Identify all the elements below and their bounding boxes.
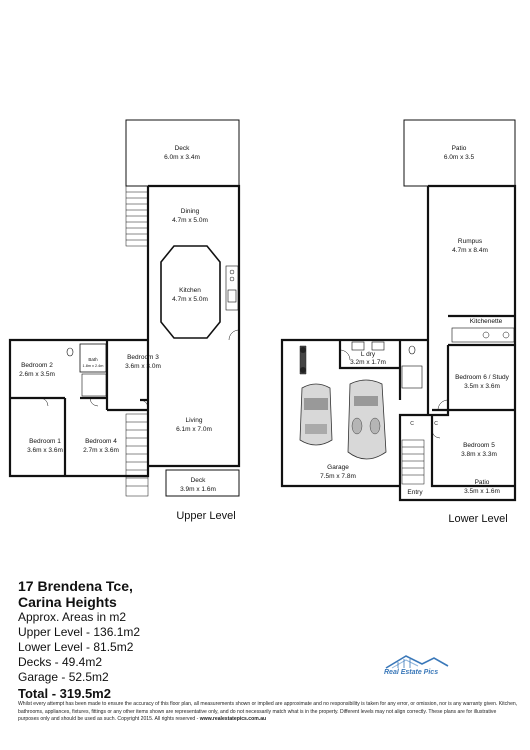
closet-c1: C bbox=[410, 421, 414, 427]
bedroom6-size: 3.5m x 3.6m bbox=[464, 383, 500, 390]
living-size: 6.1m x 7.0m bbox=[176, 426, 212, 433]
dining-size: 4.7m x 5.0m bbox=[172, 217, 208, 224]
patio-top-name: Patio bbox=[452, 145, 467, 152]
upper-labels: Deck 6.0m x 3.4m Dining 4.7m x 5.0m Kitc… bbox=[19, 145, 236, 522]
ldry-name: L dry bbox=[361, 351, 376, 358]
garage-size: 7.5m x 7.8m bbox=[320, 473, 356, 480]
bedroom4-name: Bedroom 4 bbox=[85, 438, 117, 445]
lower-level-label: Lower Level bbox=[448, 513, 507, 525]
upper-deck-bottom-outline bbox=[165, 469, 240, 497]
kitchen-size: 4.7m x 5.0m bbox=[172, 296, 208, 303]
upper-level-area: Upper Level - 136.1m2 bbox=[18, 625, 141, 639]
lower-level-plan bbox=[280, 119, 517, 502]
kitchen-sink bbox=[227, 289, 237, 303]
kitchen-island bbox=[160, 245, 221, 339]
bath-room bbox=[79, 343, 107, 373]
bedroom3-name: Bedroom 3 bbox=[127, 354, 159, 361]
upper-stairs-top bbox=[125, 185, 149, 247]
bedroom5-name: Bedroom 5 bbox=[463, 442, 495, 449]
deck-bottom-size: 3.9m x 1.6m bbox=[180, 486, 216, 493]
total-area: Total - 319.5m2 bbox=[18, 686, 111, 701]
bedroom1-name: Bedroom 1 bbox=[29, 438, 61, 445]
disclaimer: Whilst every attempt has been made to en… bbox=[18, 701, 518, 724]
car-right bbox=[347, 379, 387, 460]
kitchenette-name: Kitchenette bbox=[470, 318, 503, 325]
areas-heading: Approx. Areas in m2 bbox=[18, 610, 127, 624]
deck-top-size: 6.0m x 3.4m bbox=[164, 154, 200, 161]
lower-labels: Patio 6.0m x 3.5 Rumpus 4.7m x 8.4m Kitc… bbox=[320, 145, 510, 525]
patio-top-size: 6.0m x 3.5 bbox=[444, 154, 475, 161]
lower-patio-outline bbox=[403, 119, 516, 187]
logo-text: Real Estate Pics bbox=[384, 669, 439, 676]
lower-stairs bbox=[401, 439, 425, 485]
bedroom5-size: 3.8m x 3.3m bbox=[461, 451, 497, 458]
bath-name: Bath bbox=[88, 357, 98, 362]
lower-level-area: Lower Level - 81.5m2 bbox=[18, 640, 134, 654]
address-line1: 17 Brendena Tce, bbox=[18, 578, 133, 594]
brand-logo: Real Estate Pics bbox=[384, 652, 450, 682]
bedroom3-size: 3.6m x 3.0m bbox=[125, 363, 161, 370]
rumpus-name: Rumpus bbox=[458, 238, 483, 245]
bedroom2-size: 2.6m x 3.5m bbox=[19, 371, 55, 378]
upper-stairs-bottom bbox=[125, 413, 149, 497]
floor-plan: Deck 6.0m x 3.4m Dining 4.7m x 5.0m Kitc… bbox=[8, 119, 517, 525]
kitchenette-bench bbox=[451, 327, 515, 343]
property-info: 17 Brendena Tce, Carina Heights Approx. … bbox=[18, 578, 338, 702]
website-link[interactable]: www.realestatepics.com.au bbox=[199, 716, 267, 723]
living-name: Living bbox=[186, 417, 203, 424]
deck-bottom-name: Deck bbox=[191, 477, 207, 484]
deck-top-name: Deck bbox=[175, 145, 191, 152]
ldry-size: 3.2m x 1.7m bbox=[350, 359, 386, 366]
kitchen-name: Kitchen bbox=[179, 287, 201, 294]
entry-name: Entry bbox=[407, 489, 423, 496]
closet-c2: C bbox=[434, 421, 438, 427]
upper-walls bbox=[8, 184, 241, 478]
bath-size: 1.8m x 2.4m bbox=[83, 364, 104, 368]
disclaimer-text: Whilst every attempt has been made to en… bbox=[18, 701, 518, 723]
patio-bottom-name: Patio bbox=[475, 479, 490, 486]
decks-area: Decks - 49.4m2 bbox=[18, 655, 103, 669]
bedroom4-size: 2.7m x 3.6m bbox=[83, 447, 119, 454]
lower-walls bbox=[280, 184, 517, 502]
garage-name: Garage bbox=[327, 464, 349, 471]
kitchen-bench bbox=[225, 265, 239, 311]
upper-level-plan bbox=[8, 119, 241, 497]
bedroom1-size: 3.6m x 3.6m bbox=[27, 447, 63, 454]
upper-level-label: Upper Level bbox=[176, 510, 235, 522]
bedroom2-name: Bedroom 2 bbox=[21, 362, 53, 369]
garage-area: Garage - 52.5m2 bbox=[18, 670, 109, 684]
motorbike bbox=[299, 345, 307, 375]
upper-deck-outline bbox=[125, 119, 240, 187]
house-roof-icon bbox=[385, 655, 449, 669]
bedroom6-name: Bedroom 6 / Study bbox=[455, 374, 510, 381]
rumpus-size: 4.7m x 8.4m bbox=[452, 247, 488, 254]
patio-bottom-size: 3.5m x 1.6m bbox=[464, 488, 500, 495]
dining-name: Dining bbox=[181, 208, 200, 215]
car-left bbox=[299, 383, 333, 446]
address-line2: Carina Heights bbox=[18, 594, 117, 610]
